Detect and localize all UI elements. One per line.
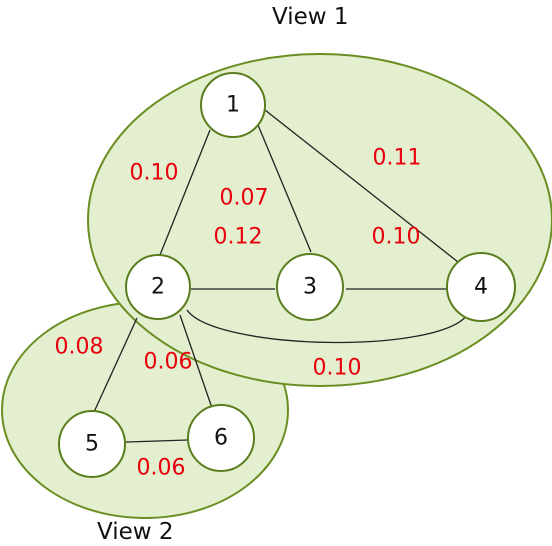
weight-5-6: 0.06: [137, 456, 186, 481]
edge-1-3: [257, 124, 312, 253]
node-4-label: 4: [474, 275, 488, 300]
weight-3-4: 0.10: [372, 225, 421, 250]
node-5: 5: [58, 410, 126, 478]
node-6: 6: [187, 404, 255, 472]
weight-1-3: 0.07: [220, 186, 269, 211]
node-4: 4: [446, 252, 516, 322]
edge-2-5: [93, 317, 138, 413]
view-1-title: View 1: [272, 4, 349, 30]
edge-2-4: [186, 309, 469, 344]
edge-2-6: [179, 314, 213, 409]
weight-1-2: 0.10: [130, 161, 179, 186]
view-1-cluster: [87, 53, 552, 387]
weight-2-3: 0.12: [214, 225, 263, 250]
view-2-title: View 2: [97, 519, 174, 545]
edge-5-6: [125, 439, 189, 443]
weight-2-5: 0.08: [55, 335, 104, 360]
node-3: 3: [276, 253, 344, 321]
weight-2-4: 0.10: [313, 356, 362, 381]
weight-2-6: 0.06: [144, 350, 193, 375]
edge-1-2: [159, 129, 211, 256]
node-1: 1: [200, 72, 266, 138]
node-2: 2: [125, 254, 191, 320]
node-5-label: 5: [85, 432, 99, 457]
weight-1-4: 0.11: [373, 146, 422, 171]
node-2-label: 2: [151, 275, 165, 300]
node-1-label: 1: [226, 93, 240, 118]
edge-1-4: [264, 109, 459, 263]
node-6-label: 6: [214, 426, 228, 451]
node-3-label: 3: [303, 275, 317, 300]
